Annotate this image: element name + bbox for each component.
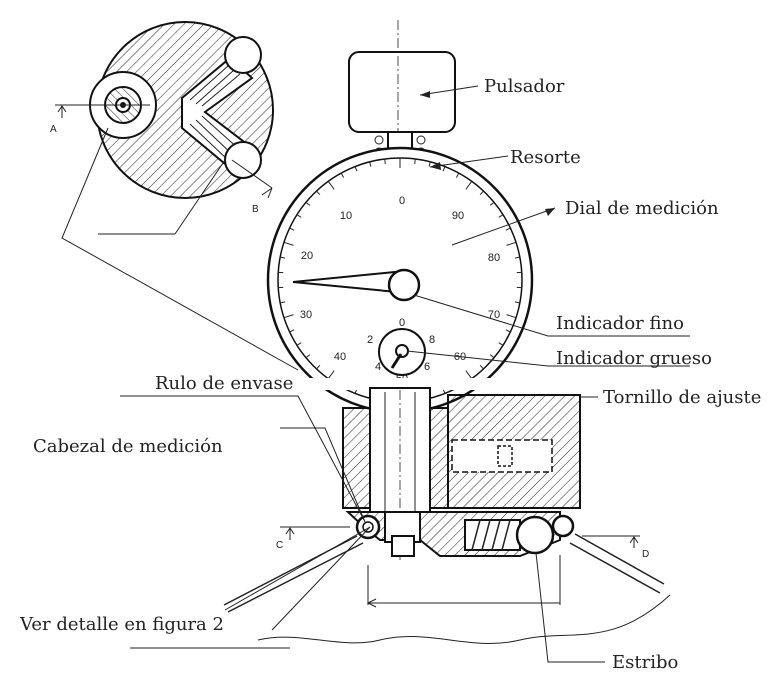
dial-tick: [316, 190, 321, 196]
dial-tick: [340, 172, 345, 178]
dial-tick-10: 10: [340, 210, 352, 222]
dial-tick: [354, 166, 358, 172]
dial-tick-70: 70: [488, 309, 500, 321]
dial-tick: [455, 172, 460, 178]
dial-tick: [283, 314, 294, 319]
label-estribo: Estribo: [612, 652, 678, 673]
section-label-b: B: [252, 204, 259, 215]
dial-tick-80: 80: [488, 252, 500, 264]
leader-lines: [120, 85, 690, 663]
estribo-spring: [464, 519, 521, 551]
dial-tick: [296, 342, 302, 346]
label-indicador-fino: Indicador fino: [556, 313, 684, 334]
section-label-d: D: [642, 549, 649, 560]
section-line-b: [231, 159, 273, 189]
dial-tick: [489, 201, 495, 206]
dial-tick: [505, 329, 511, 333]
label-indicador-grueso: Indicador grueso: [556, 348, 712, 369]
dial-tick: [498, 214, 504, 218]
dial-tick: [384, 158, 386, 164]
dial-tick: [327, 370, 335, 379]
dial-tick-40: 40: [334, 351, 346, 363]
dial-tick: [369, 161, 372, 167]
small-tick-6: 6: [424, 361, 430, 373]
label-dial: Dial de medición: [565, 198, 719, 219]
small-tick-8: 8: [429, 334, 435, 346]
dial-tick: [506, 314, 517, 319]
dial-tick: [489, 354, 495, 359]
dial-tick: [514, 256, 520, 259]
dial-gauge: 0 10 20 30 40 50 60 70 80 90 0 2 4 6 8: [265, 146, 535, 414]
dial-tick: [280, 301, 286, 304]
dial-tick: [305, 354, 311, 359]
dial-tick: [280, 256, 286, 259]
estribo-ball: [515, 515, 555, 555]
small-tick-2: 2: [367, 334, 373, 346]
dial-tick: [327, 181, 335, 190]
section-label-c: C: [276, 540, 283, 551]
dial-tick: [289, 329, 295, 333]
labels: Pulsador Resorte Dial de medición Indica…: [19, 76, 761, 673]
dial-tick: [506, 241, 517, 246]
dial-tick: [316, 364, 321, 370]
label-rulo: Rulo de envase: [155, 373, 293, 394]
dial-tick: [305, 201, 311, 206]
label-resorte: Resorte: [510, 147, 581, 168]
dial-tick: [283, 241, 294, 246]
label-detalle: Ver detalle en figura 2: [19, 614, 224, 635]
dial-tick: [498, 342, 504, 346]
dial-tick-20: 20: [301, 250, 313, 262]
dial-tick-90: 90: [452, 210, 464, 222]
dial-tick: [289, 227, 295, 231]
dial-tick: [479, 364, 484, 370]
label-pulsador: Pulsador: [484, 76, 565, 97]
label-tornillo: Tornillo de ajuste: [603, 387, 761, 408]
dial-tick-marks: [278, 158, 522, 402]
coarse-needle: [390, 353, 403, 369]
dial-tick: [505, 227, 511, 231]
small-tick-0: 0: [399, 317, 405, 329]
small-tick-4: 4: [375, 361, 381, 373]
dial-tick: [514, 301, 520, 304]
dial-tick: [414, 158, 416, 164]
section-detail: A B: [50, 21, 299, 371]
section-label-a: A: [50, 124, 57, 135]
dial-tick: [465, 370, 473, 379]
dial-tick: [442, 166, 446, 172]
dial-tick-0: 0: [399, 195, 405, 207]
dial-tick-30: 30: [300, 309, 312, 321]
dial-tick: [465, 181, 473, 190]
dial-tick: [428, 161, 431, 167]
label-cabezal: Cabezal de medición: [33, 436, 223, 457]
dial-tick: [479, 190, 484, 196]
dial-tick: [296, 214, 302, 218]
measuring-head: C D: [223, 387, 671, 644]
